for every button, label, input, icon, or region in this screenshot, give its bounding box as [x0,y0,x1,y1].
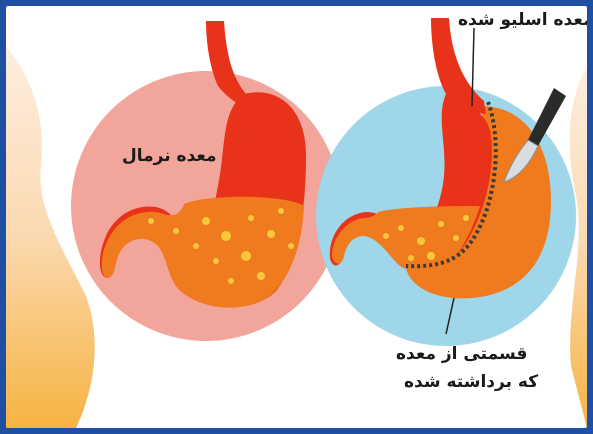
label-sleeve-stomach: معده اسلیو شده [458,10,587,30]
label-removed-part-line1: قسمتی از معده [396,344,527,364]
diagram-frame: معده نرمال معده اسلیو شده قسمتی از معده … [6,6,587,428]
stomach-diagram [6,6,587,428]
label-removed-part-line2: که برداشته شده [404,372,538,392]
label-normal-stomach: معده نرمال [122,146,217,166]
